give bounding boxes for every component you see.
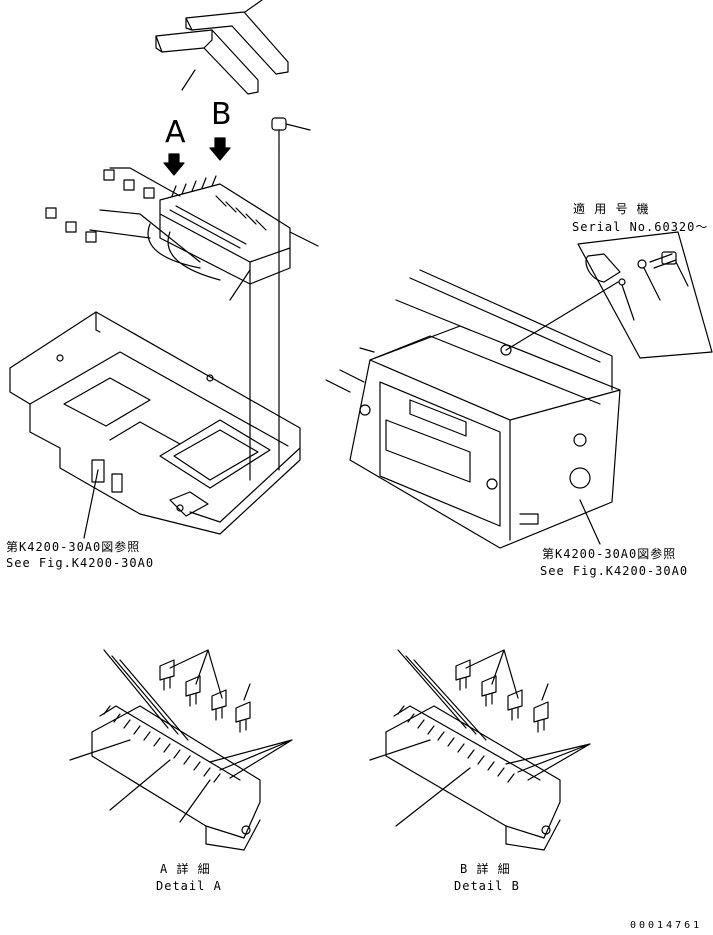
serial-applicability-en: Serial No.60320～ [572, 220, 709, 234]
detail-b-caption-en: Detail B [454, 879, 520, 893]
drawing-number: 00014761 [630, 920, 703, 931]
view-label-a: A [165, 115, 186, 150]
detail-a-caption-jp: A 詳 細 [160, 862, 211, 876]
mounting-bracket [9, 311, 301, 539]
reference-left-en: See Fig.K4200-30A0 [6, 556, 155, 570]
detail-b-drawing [369, 649, 591, 851]
screw [271, 117, 311, 471]
reference-right-en: See Fig.K4200-30A0 [540, 564, 689, 578]
detail-b-caption-jp: B 詳 細 [460, 862, 511, 876]
reference-right-jp: 第K4200-30A0図参照 [542, 547, 677, 561]
console-box [325, 269, 621, 549]
serial-inset [577, 231, 713, 359]
reference-left-jp: 第K4200-30A0図参照 [6, 540, 141, 554]
serial-applicability-jp: 適 用 号 機 [573, 202, 650, 216]
detail-a-caption-en: Detail A [156, 879, 222, 893]
view-label-b: B [211, 97, 232, 132]
fuse-cover-parts [155, 0, 289, 95]
view-arrows [163, 137, 231, 176]
fuse-box-assembly [45, 167, 319, 481]
detail-a-drawing [69, 649, 293, 851]
